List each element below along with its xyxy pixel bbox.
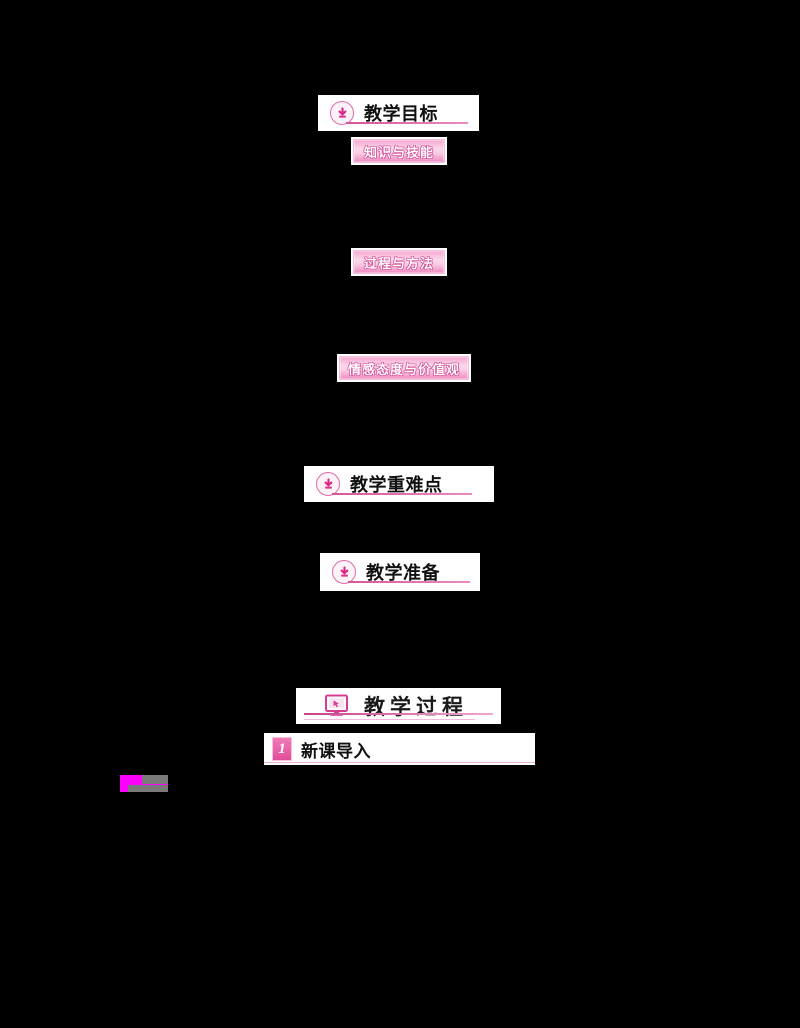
section-header-key-points: 教学重难点 [304,466,494,502]
badge-label: 过程与方法 [363,255,434,271]
section-underline [332,493,472,495]
section-header-content: 教学目标 [318,100,438,126]
section-title-objectives: 教学目标 [364,104,438,124]
section-title-teaching-process: 教学过程 [364,695,468,719]
badge-process-methods: 过程与方法 [353,250,445,274]
down-arrow-circle-icon [316,472,340,496]
step-underline [264,761,535,763]
section-underline [346,122,468,124]
badge-attitudes-values: 情感态度与价值观 [339,356,469,380]
section-title-preparation: 教学准备 [366,563,440,583]
obscured-highlight [120,775,168,792]
obscured-highlight-shade [142,775,168,784]
section-header-content: 教学重难点 [304,471,443,497]
monitor-cursor-icon [324,694,350,718]
step-row-lesson-intro: 1 新课导入 [264,733,535,765]
badge-label: 知识与技能 [363,144,434,160]
down-arrow-circle-icon [332,560,356,584]
section-header-objectives: 教学目标 [318,95,479,131]
step-row-content: 1 新课导入 [264,733,535,765]
section-title-key-points: 教学重难点 [350,475,443,495]
section-underline-secondary [304,718,475,720]
badge-label: 情感态度与价值观 [347,361,460,377]
section-header-preparation: 教学准备 [320,553,480,591]
step-number-label: 1 [278,740,286,757]
section-underline [348,581,470,583]
section-header-content: 教学准备 [320,559,440,585]
down-arrow-circle-icon [330,101,354,125]
obscured-highlight-shade [128,785,168,792]
section-underline-primary [304,713,493,715]
step-number-badge: 1 [272,737,292,761]
section-header-teaching-process: 教学过程 [296,688,501,724]
section-header-content: 教学过程 [296,688,501,724]
step-title-lesson-intro: 新课导入 [301,741,371,761]
badge-knowledge-skills: 知识与技能 [353,139,445,163]
